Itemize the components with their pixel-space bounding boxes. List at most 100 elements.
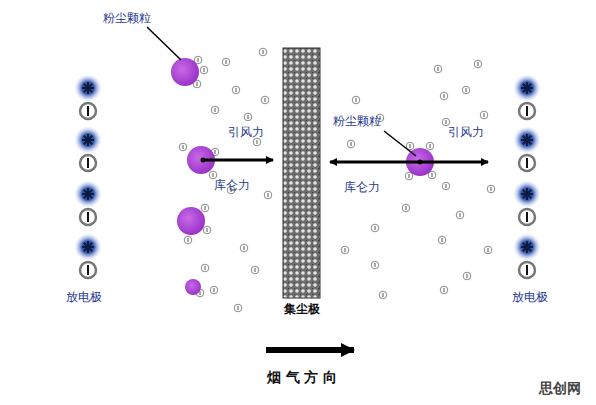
electrode-star — [84, 136, 92, 144]
ion — [426, 142, 434, 150]
ion — [207, 228, 208, 232]
ion — [263, 50, 264, 54]
ion — [352, 96, 360, 104]
electrode-star — [523, 190, 531, 198]
ion — [240, 244, 248, 252]
ion — [209, 171, 217, 179]
ion — [484, 113, 485, 117]
ion — [201, 264, 209, 272]
dust-particle — [171, 58, 199, 86]
ion — [462, 86, 470, 94]
corona-glow — [74, 126, 102, 154]
ion — [232, 86, 240, 94]
ion — [383, 293, 384, 297]
ion — [236, 88, 237, 92]
corona-glow — [513, 74, 541, 102]
ion — [446, 184, 447, 188]
ion — [244, 113, 252, 121]
ion — [226, 60, 227, 64]
ion — [438, 67, 439, 71]
corona-glow — [513, 126, 541, 154]
electrode-star — [84, 243, 92, 251]
force-label: 库仑力 — [344, 180, 380, 194]
ion — [432, 173, 433, 177]
ion — [200, 66, 208, 74]
flow-label: 烟 气 方 向 — [267, 369, 338, 386]
ion — [211, 106, 219, 114]
ion — [474, 60, 482, 68]
ion — [405, 172, 413, 180]
ion — [179, 143, 187, 151]
electrode-wire — [80, 262, 96, 278]
ion — [198, 58, 199, 62]
discharge-electrodes — [74, 74, 541, 278]
force-arrow — [330, 161, 488, 164]
ion — [261, 96, 269, 104]
node-label: 集尘极 — [284, 302, 320, 316]
ion — [205, 206, 206, 210]
ion — [487, 185, 495, 193]
ion — [351, 142, 352, 146]
ion — [203, 226, 211, 234]
electrode-star — [84, 190, 92, 198]
ion — [467, 274, 468, 278]
force-arrow — [203, 159, 273, 162]
ion — [347, 140, 355, 148]
ion — [480, 111, 488, 119]
electrode-wire — [526, 265, 528, 275]
ion — [204, 68, 205, 72]
ion — [248, 115, 249, 119]
ion — [264, 191, 272, 199]
ion — [214, 288, 215, 292]
ion — [446, 120, 447, 124]
ion — [183, 145, 184, 149]
electrode-label: 放电极 — [66, 290, 102, 304]
force-label: 引风力 — [448, 125, 484, 139]
ion — [356, 98, 357, 102]
ion — [184, 236, 192, 244]
leader-line — [147, 27, 181, 60]
ion — [345, 248, 346, 252]
ion — [371, 224, 379, 232]
ion — [215, 108, 216, 112]
ion — [238, 306, 239, 310]
collector-plate — [283, 48, 320, 298]
ion — [341, 246, 349, 254]
ion — [234, 304, 242, 312]
ion — [442, 118, 450, 126]
electrode-wire — [80, 209, 96, 225]
ion — [444, 288, 445, 292]
corona-glow — [74, 180, 102, 208]
ion — [442, 238, 443, 242]
electrode-wire — [519, 209, 535, 225]
electrode-star — [523, 243, 531, 251]
dust-particle — [185, 279, 201, 295]
collector-electrode: 集尘极 — [283, 48, 320, 298]
ion — [265, 98, 266, 102]
dust-particle — [177, 207, 205, 235]
ion — [402, 204, 410, 212]
electrode-wire — [519, 103, 535, 119]
ion — [434, 65, 442, 73]
ion — [484, 246, 492, 254]
ion — [463, 272, 471, 280]
electrode-star — [523, 136, 531, 144]
ion — [255, 268, 256, 272]
ion — [375, 226, 376, 230]
ion — [409, 174, 410, 178]
electrode-wire — [87, 212, 89, 222]
ion — [456, 211, 464, 219]
ion — [222, 58, 230, 66]
callout-label: 粉尘颗粒 — [103, 11, 151, 25]
electrode-star — [523, 84, 531, 92]
ion — [213, 173, 214, 177]
ion — [430, 144, 431, 148]
ion — [379, 291, 387, 299]
ion — [244, 246, 245, 250]
electrode-wire — [519, 262, 535, 278]
force-label: 引风力 — [228, 125, 264, 139]
ion — [460, 213, 461, 217]
ion — [440, 92, 448, 100]
